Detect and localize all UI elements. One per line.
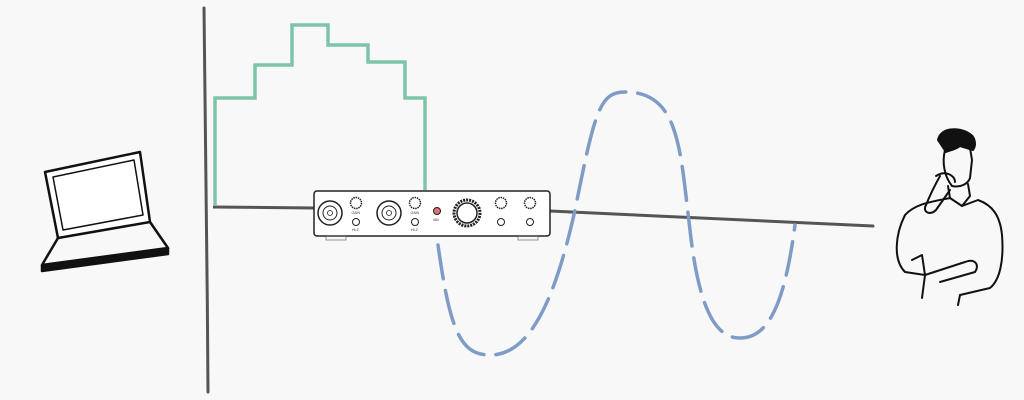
headphone-jack-1 [497,218,505,226]
gain-knob-1 [349,196,363,210]
combo-input-2 [376,200,402,226]
headphone-jack-2 [526,218,534,226]
gain-label-2: GAIN [411,211,420,215]
phantom-label: 48V [433,218,440,222]
vertical-axis [202,6,210,394]
headphone-knob-1 [494,196,508,210]
hiz-label-1: HI-Z [352,228,360,232]
headphone-knob-2 [523,196,537,210]
hiz-button-2 [411,218,419,226]
phantom-led [433,207,441,215]
hiz-button-1 [352,218,360,226]
analog-signal [436,90,797,357]
gain-label-1: GAIN [352,211,361,215]
audio-interface-icon: GAIN GAIN HI-Z HI-Z 48V [313,190,551,241]
horizontal-axis-right [548,209,875,228]
gain-knob-2 [408,196,422,210]
laptop-icon [40,150,170,273]
hiz-label-2: HI-Z [411,228,419,232]
combo-input-1 [317,200,343,226]
digital-signal [213,23,427,205]
thinking-person-icon [895,128,1004,306]
horizontal-axis-left [212,205,315,210]
